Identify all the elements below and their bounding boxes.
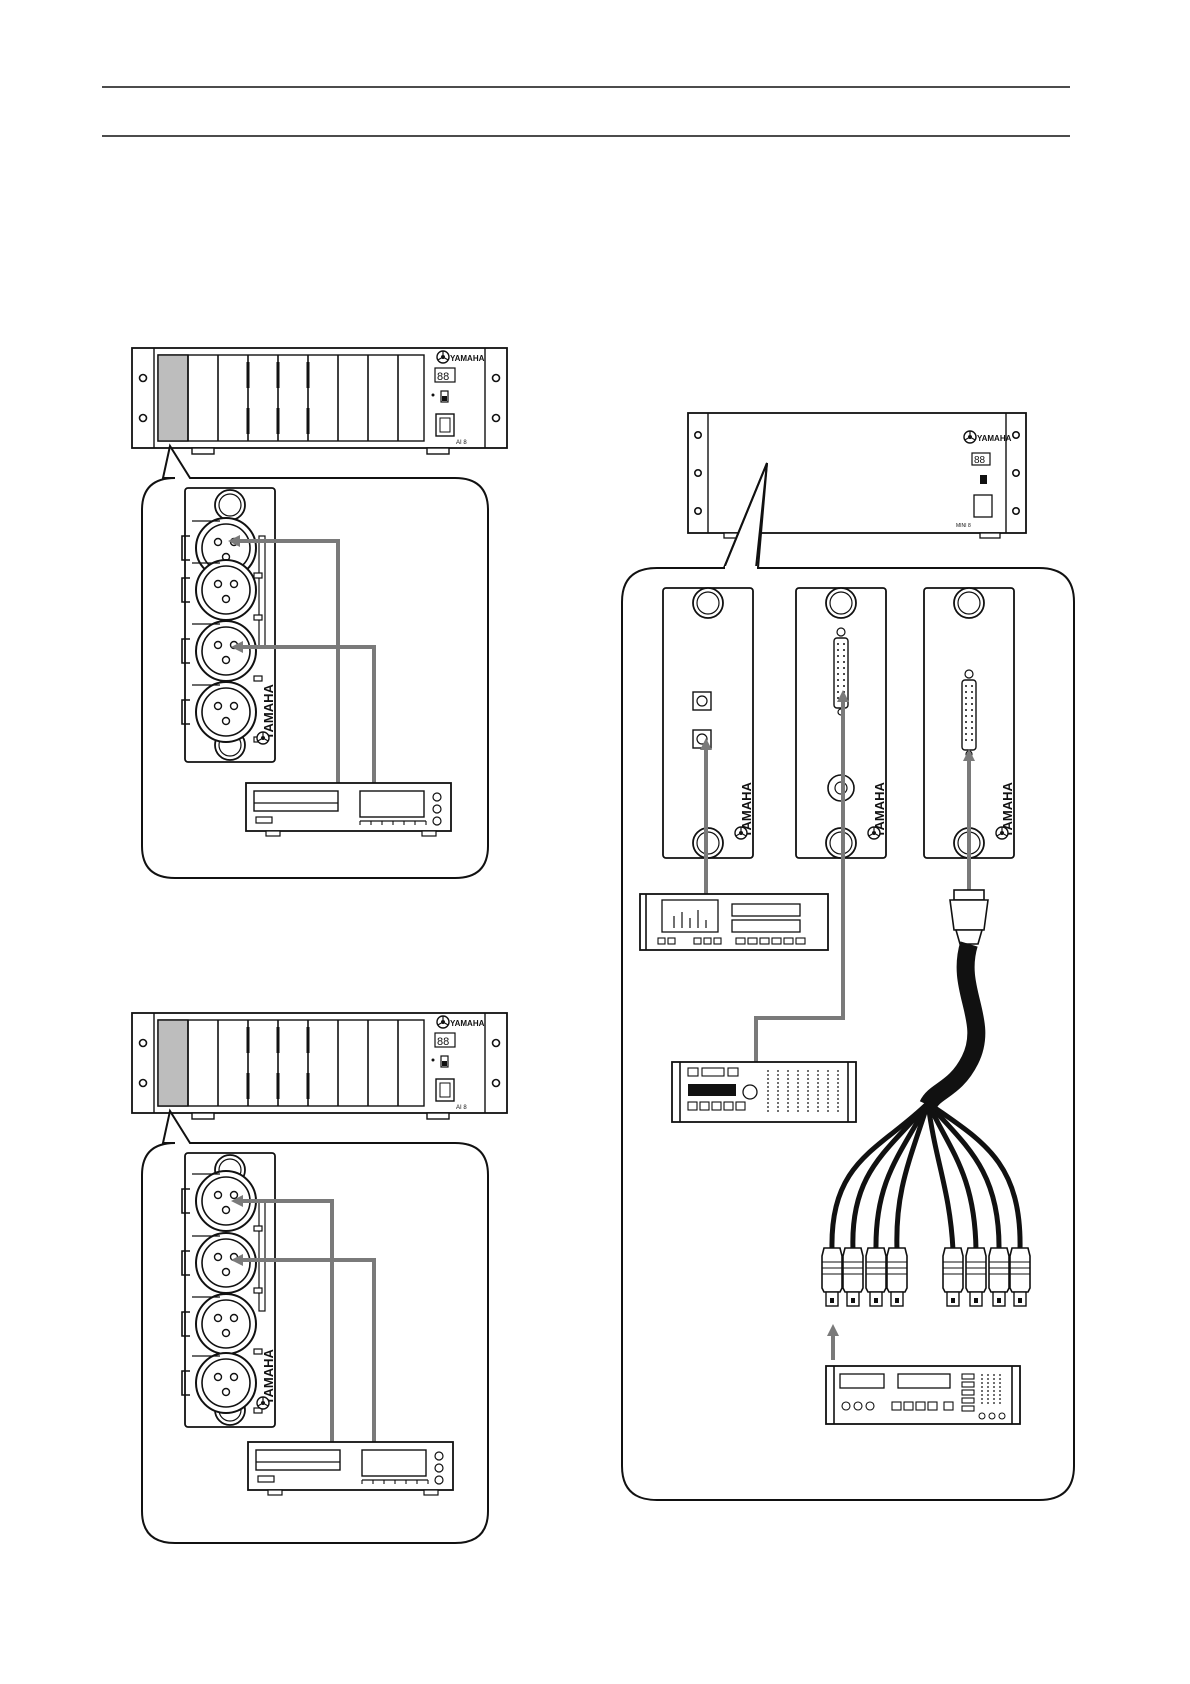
rack-unit-right: YAMAHA 88 MINI 8 xyxy=(688,413,1026,538)
digit-display-3: 88 xyxy=(974,455,986,466)
device-recorder xyxy=(640,894,828,950)
rack-unit-bottom-left: YAMAHA 88 AI 8 xyxy=(132,1013,507,1119)
brand-label: YAMAHA xyxy=(450,354,485,363)
digital-card-1: YAMAHA xyxy=(663,588,754,858)
deck-bottom-left xyxy=(248,1442,453,1495)
model-label: AI 8 xyxy=(456,440,467,446)
rack-unit-top-left: YAMAHA 88 AI 8 xyxy=(132,348,507,454)
digit-display: 88 xyxy=(437,371,449,383)
model-label-3: MINI 8 xyxy=(956,523,971,529)
brand-label-3: YAMAHA xyxy=(977,434,1012,443)
input-card-bottom-left: YAMAHA xyxy=(182,1153,276,1427)
model-label-2: AI 8 xyxy=(456,1105,467,1111)
device-processor xyxy=(826,1366,1020,1424)
deck-top-left xyxy=(246,783,451,836)
input-card-top-left: YAMAHA xyxy=(182,488,276,762)
digit-display-2: 88 xyxy=(437,1036,449,1048)
brand-label-2: YAMAHA xyxy=(450,1019,485,1028)
device-multitrack xyxy=(672,1062,856,1122)
dsub-connector-2[interactable] xyxy=(962,680,976,750)
